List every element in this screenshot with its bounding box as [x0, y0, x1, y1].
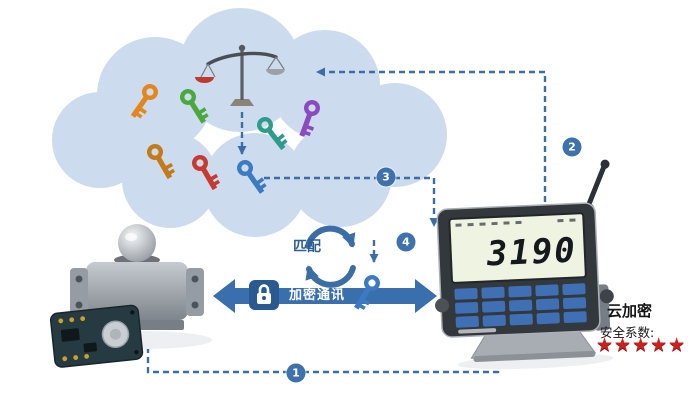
star-rating: ★★★★★: [596, 334, 687, 356]
indicator-display-value: 3190: [485, 231, 578, 275]
indicator-screen: [448, 212, 587, 284]
step-4-badge: 4: [396, 232, 416, 252]
sync-arrows-icon: [305, 225, 356, 288]
arrow-step2-path: [316, 67, 547, 202]
balance-scale-icon: [195, 44, 285, 106]
screen-annunciators: [455, 218, 576, 227]
lock-icon: [249, 280, 279, 310]
indicator-keypad: [454, 283, 587, 328]
encrypted-channel-arrow: [213, 279, 437, 313]
match-label: 匹配: [293, 239, 321, 255]
weighing-indicator: 3190: [435, 159, 614, 370]
arrow-step3-path: [264, 176, 439, 227]
indicator-brand-mark: [458, 328, 497, 334]
step-1-badge: 1: [286, 363, 306, 383]
safety-factor-label: 安全系数:: [600, 325, 655, 340]
cloud-encrypt-label: 云加密: [607, 302, 653, 320]
step-3-badge: 3: [376, 167, 396, 187]
step-2-badge: 2: [562, 137, 582, 157]
cloud-shape: [52, 8, 447, 237]
circuit-board: [49, 304, 144, 368]
encrypted-comm-label: 加密通讯: [289, 288, 346, 303]
antenna: [584, 163, 607, 212]
